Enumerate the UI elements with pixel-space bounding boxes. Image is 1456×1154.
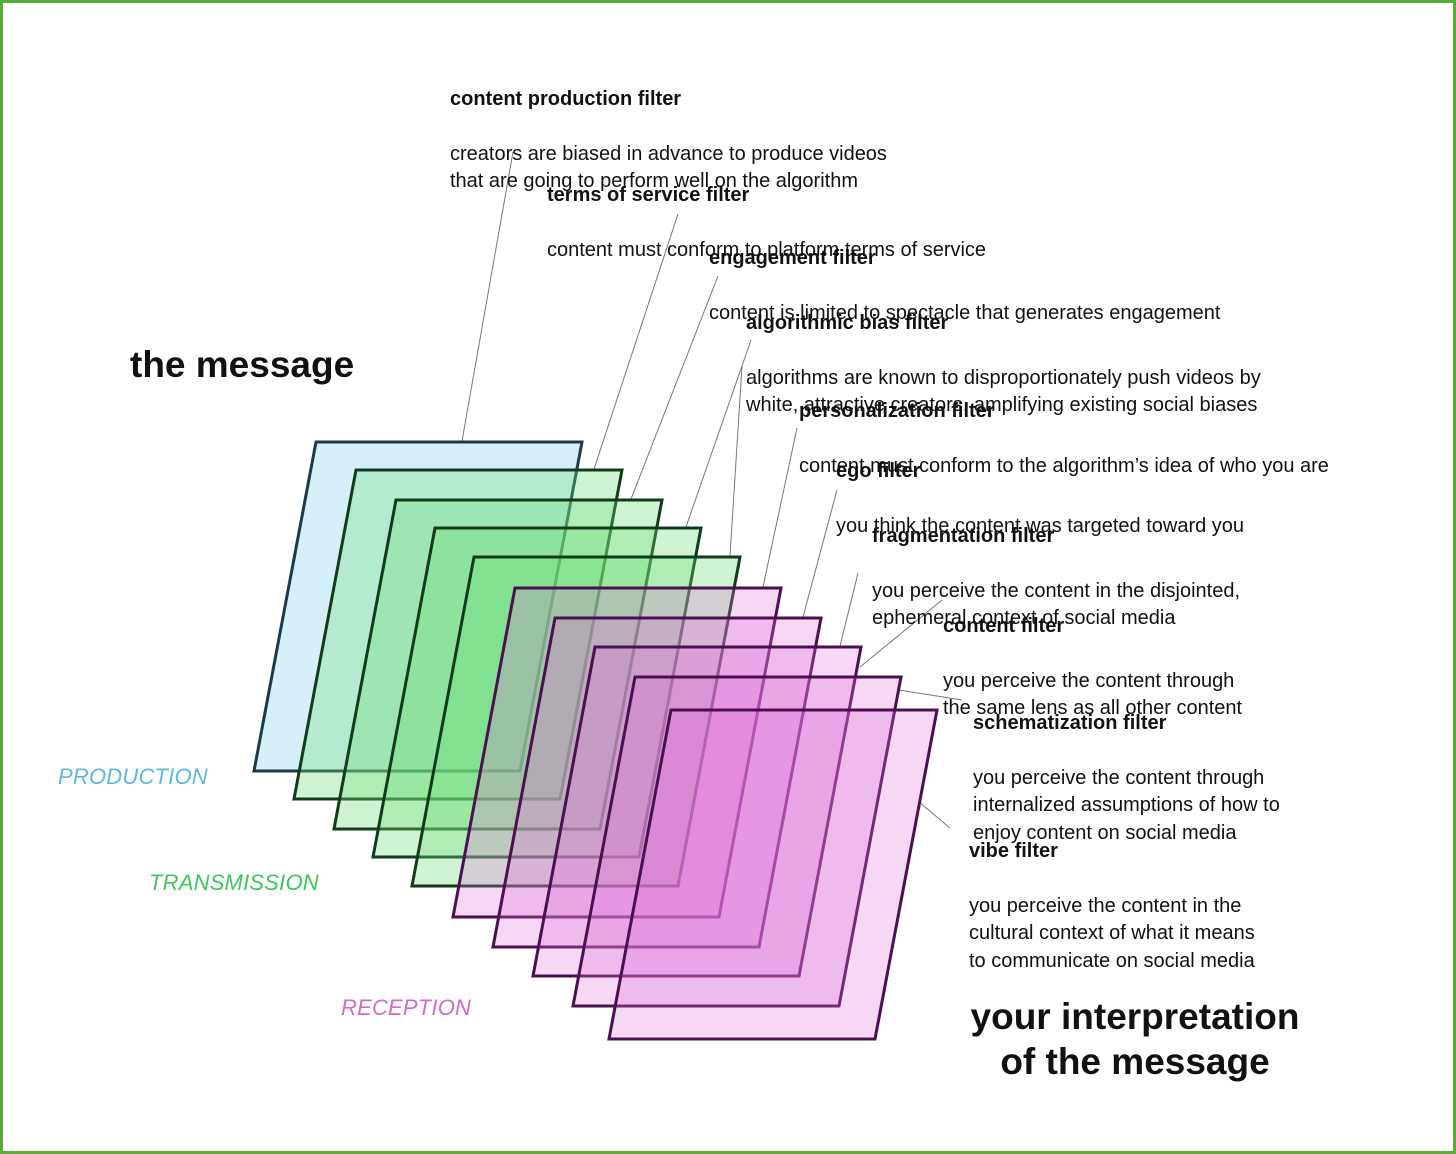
interpretation-title: your interpretation of the message xyxy=(970,996,1300,1082)
leader-line xyxy=(802,489,838,618)
filter-description: you perceive the content through the sam… xyxy=(943,669,1243,720)
filter-name: terms of service filter xyxy=(547,183,750,206)
filter-plane-transmission xyxy=(332,498,664,831)
filter-terms-of-service: terms of service filter content must con… xyxy=(547,154,986,292)
filter-description: you perceive the content in the cultural… xyxy=(969,894,1255,972)
filter-name: content production filter xyxy=(450,87,682,110)
leader-line xyxy=(762,427,798,588)
filter-personalization: personalization filter content must conf… xyxy=(799,370,1329,508)
filter-plane-transmission xyxy=(410,555,742,888)
filter-name: algorithmic bias filter xyxy=(746,311,949,334)
filter-plane-reception xyxy=(571,675,903,1008)
filter-fragmentation: fragmentation filter you perceive the co… xyxy=(872,495,1240,660)
filter-name: fragmentation filter xyxy=(872,524,1055,547)
leader-line xyxy=(859,599,943,668)
leader-line xyxy=(898,689,963,701)
filter-name: ego filter xyxy=(836,459,921,482)
filter-name: schematization filter xyxy=(973,711,1167,734)
stage-label-reception: RECEPTION xyxy=(341,995,472,1020)
filter-name: content filter xyxy=(943,614,1065,637)
filter-plane-transmission xyxy=(371,526,703,859)
filter-description: creators are biased in advance to produc… xyxy=(450,142,887,193)
leader-line xyxy=(461,151,514,442)
filter-description: content is limited to spectacle that gen… xyxy=(709,301,1221,324)
filter-description: algorithms are known to disproportionate… xyxy=(746,366,1261,417)
stage-label-transmission: TRANSMISSION xyxy=(149,870,319,895)
filter-plane-reception xyxy=(607,708,939,1041)
filter-name: engagement filter xyxy=(709,246,876,269)
leader-line xyxy=(839,572,859,647)
filter-plane-reception xyxy=(531,645,863,978)
filter-content: content filter you perceive the content … xyxy=(943,585,1242,750)
leader-line xyxy=(685,339,752,528)
leader-line xyxy=(630,275,719,500)
filter-description: content must conform to the algorithm’s … xyxy=(799,454,1329,477)
filter-description: you perceive the content in the disjoint… xyxy=(872,579,1241,630)
filter-name: vibe filter xyxy=(969,839,1058,862)
filter-description: you perceive the content through interna… xyxy=(973,766,1280,844)
leader-line xyxy=(593,213,679,470)
filter-schematization: schematization filter you perceive the c… xyxy=(973,682,1280,875)
filter-engagement: engagement filter content is limited to … xyxy=(709,217,1220,355)
stage-label-production: PRODUCTION xyxy=(58,764,208,789)
filter-ego: ego filter you think the content was tar… xyxy=(836,430,1244,568)
message-title: the message xyxy=(130,344,355,385)
leader-line xyxy=(729,365,743,557)
filter-algorithmic-bias: algorithmic bias filter algorithms are k… xyxy=(746,282,1261,447)
filter-content-production: content production filter creators are b… xyxy=(450,58,887,223)
filter-name: personalization filter xyxy=(799,399,995,422)
leader-line xyxy=(918,801,951,829)
filter-description: you think the content was targeted towar… xyxy=(836,514,1245,537)
filter-plane-reception xyxy=(451,586,783,919)
filter-plane-production xyxy=(252,440,584,773)
filter-vibe: vibe filter you perceive the content in … xyxy=(969,810,1255,1003)
filter-description: content must conform to platform terms o… xyxy=(547,238,987,261)
